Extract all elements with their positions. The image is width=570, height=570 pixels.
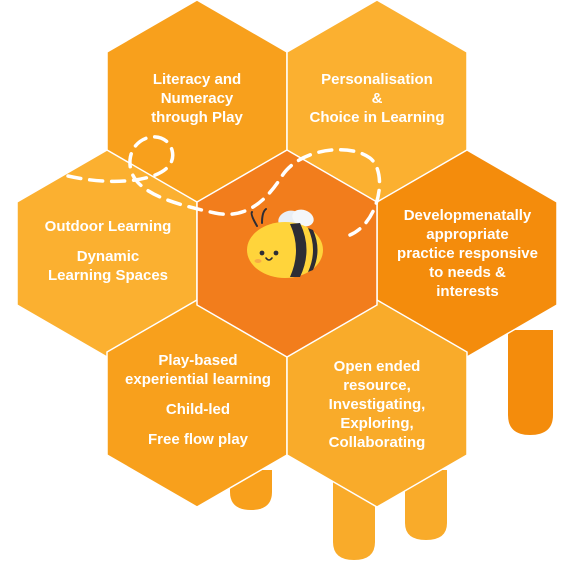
developmental-line: appropriate [426, 226, 509, 243]
literacy-label: Literacy and Numeracy through Play [117, 70, 277, 127]
literacy-line: Literacy and [152, 71, 242, 88]
developmental-line: to needs & [429, 264, 506, 281]
play-line: Child-led [165, 401, 231, 418]
developmental-line: Developmenatally [403, 207, 532, 224]
literacy-line: Numeracy [160, 90, 234, 107]
personalisation-line: & [371, 90, 383, 107]
openended-line: Open ended [333, 358, 421, 375]
outdoor-title: Outdoor Learning [44, 218, 172, 235]
openended-line: Collaborating [328, 434, 426, 451]
outdoor-label: Outdoor Learning Dynamic Learning Spaces [22, 217, 194, 285]
personalisation-line: Choice in Learning [309, 109, 445, 126]
drip-right [508, 330, 553, 435]
developmental-label: Developmenatally appropriate practice re… [380, 206, 555, 301]
openended-label: Open ended resource, Investigating, Expl… [292, 357, 462, 452]
play-line: experiential learning [125, 371, 271, 388]
openended-line: resource, [343, 377, 411, 394]
drip-middle-right [405, 470, 447, 540]
developmental-line: interests [436, 283, 499, 300]
play-line: Free flow play [147, 431, 249, 448]
personalisation-label: Personalisation & Choice in Learning [292, 70, 462, 127]
bee-icon [247, 208, 323, 278]
bee-flight-path [66, 135, 382, 237]
openended-line: Exploring, [340, 415, 414, 432]
openended-line: Investigating, [328, 396, 426, 413]
personalisation-line: Personalisation [321, 71, 433, 88]
developmental-line: practice responsive [397, 245, 538, 262]
play-label: Play-based experiential learning Child-l… [112, 351, 284, 449]
literacy-line: through Play [151, 109, 243, 126]
outdoor-subtitle-line: Learning Spaces [47, 267, 169, 284]
outdoor-subtitle-line: Dynamic [76, 248, 140, 265]
play-line: Play-based [158, 352, 238, 369]
